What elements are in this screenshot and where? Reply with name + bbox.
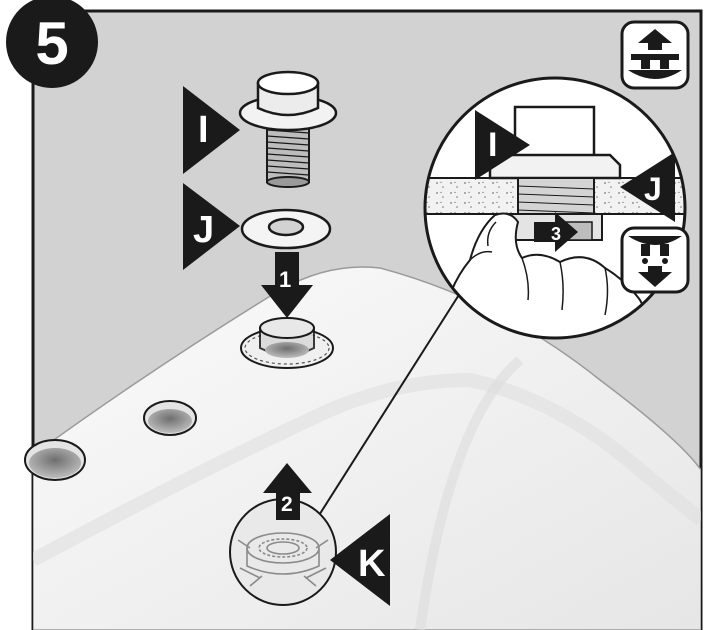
detail-label-j-text: J: [644, 171, 662, 207]
label-j-text: J: [193, 209, 214, 251]
faucet-hole-middle: [144, 401, 196, 435]
step-number-badge: 5: [6, 0, 98, 88]
arrow-step-1-number: 1: [279, 267, 291, 292]
above-counter-icon: [622, 22, 688, 88]
part-j-washer: [242, 210, 330, 248]
label-k-text: K: [358, 543, 386, 585]
faucet-hole-left: [25, 440, 85, 480]
arrow-step-3-number: 3: [551, 224, 561, 244]
step-number-text: 5: [35, 10, 68, 77]
arrow-step-2-number: 2: [281, 493, 293, 516]
below-counter-icon: [622, 228, 688, 292]
label-i-text: I: [198, 109, 209, 151]
detail-label-i-text: I: [488, 126, 497, 164]
